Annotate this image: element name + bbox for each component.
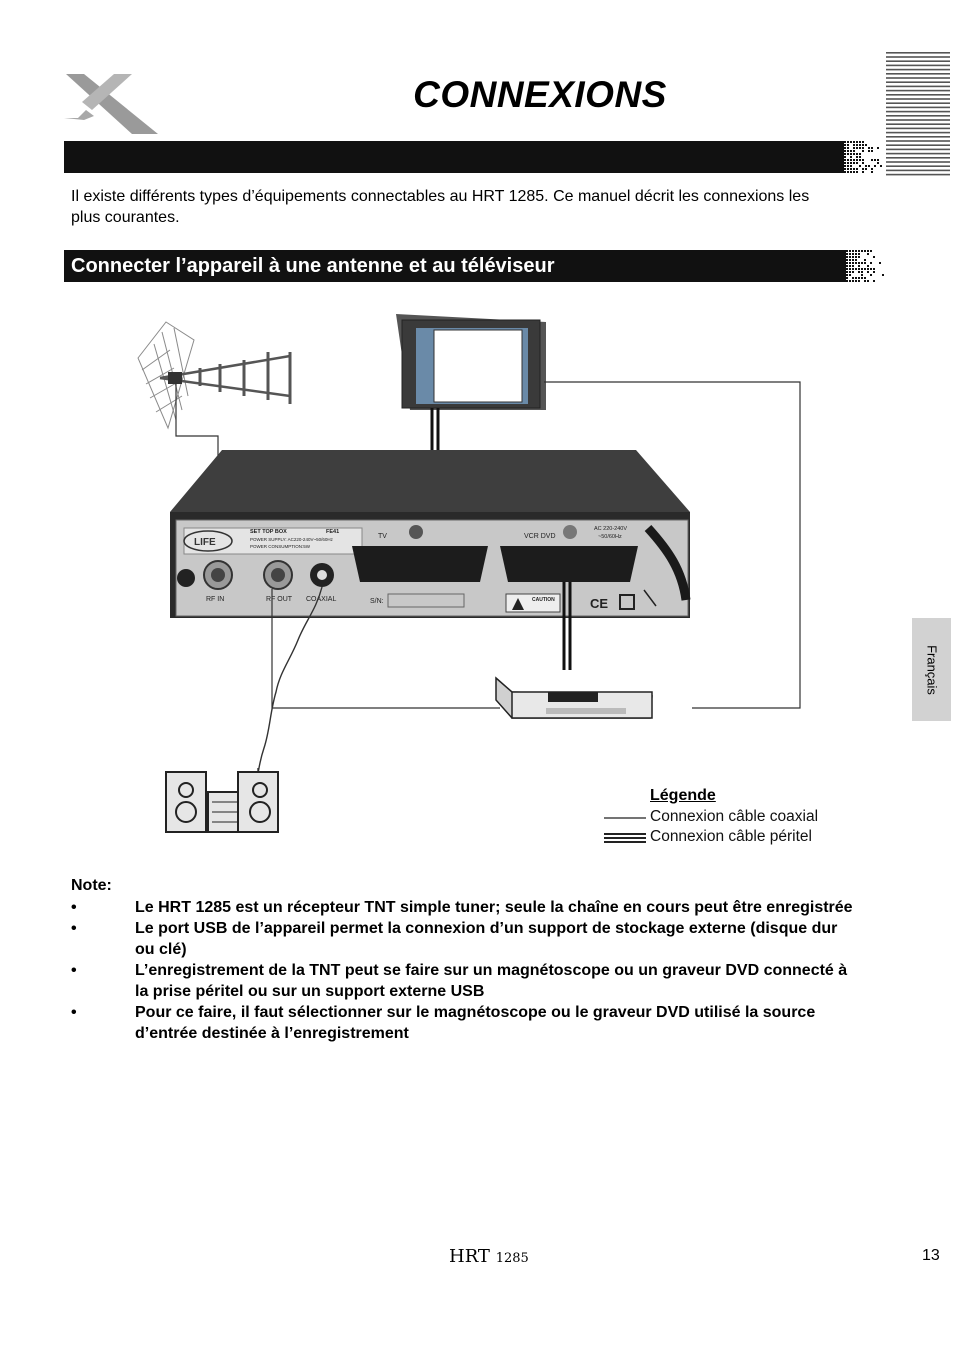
language-label: Français	[924, 645, 939, 695]
panel-model-code: FE41	[326, 529, 339, 535]
legend-peritel-label: Connexion câble péritel	[650, 828, 812, 846]
footer-model: HRT 1285	[449, 1246, 529, 1267]
panel-port-tv: TV	[378, 533, 387, 540]
panel-caution: CAUTION	[532, 597, 555, 603]
panel-ce: CE	[590, 596, 608, 611]
section-bar-dither	[846, 250, 884, 282]
panel-rf-in: RF IN	[206, 596, 224, 603]
legend-coaxial-label: Connexion câble coaxial	[650, 808, 818, 826]
list-item: •L’enregistrement de la TNT peut se fair…	[71, 960, 861, 1002]
page-title: CONNEXIONS	[360, 74, 720, 116]
list-item: •Le HRT 1285 est un récepteur TNT simple…	[71, 897, 861, 918]
section-title: Connecter l’appareil à une antenne et au…	[71, 253, 555, 279]
panel-model-line: SET TOP BOX	[250, 529, 287, 535]
language-side-tab: Français	[912, 618, 951, 721]
panel-power-supply: POWER SUPPLY: AC220-240V~50/60Hz	[250, 537, 334, 542]
header-bar	[64, 141, 844, 173]
note-label: Note:	[71, 877, 112, 895]
panel-coaxial: COAXIAL	[306, 596, 336, 603]
antenna-illustration	[138, 322, 290, 428]
connection-diagram: LIFE SET TOP BOX FE41 POWER SUPPLY: AC22…	[120, 300, 860, 860]
panel-rf-out: RF OUT	[266, 596, 293, 603]
header-bar-dither	[844, 141, 884, 173]
legend-peritel-line	[604, 834, 646, 842]
panel-ac-2: ~50/60Hz	[598, 534, 622, 540]
notes-list: •Le HRT 1285 est un récepteur TNT simple…	[71, 897, 861, 1044]
panel-ac-1: AC 220-240V	[594, 526, 627, 532]
page-number: 13	[922, 1247, 940, 1265]
header-stripes-decoration	[886, 50, 950, 178]
panel-serial: S/N:	[370, 598, 384, 605]
panel-power-consumption: POWER CONSUMPTION:5W	[250, 544, 311, 549]
list-item: •Le port USB de l’appareil permet la con…	[71, 918, 861, 960]
hifi-system-illustration	[166, 772, 278, 832]
vhs-recorder-illustration	[496, 678, 652, 718]
list-item: •Pour ce faire, il faut sélectionner sur…	[71, 1002, 861, 1044]
set-top-box-illustration: LIFE SET TOP BOX FE41 POWER SUPPLY: AC22…	[170, 450, 690, 618]
panel-brand: LIFE	[194, 537, 216, 548]
panel-port-vcr: VCR DVD	[524, 533, 556, 540]
legend-title: Légende	[650, 787, 716, 805]
tv-illustration	[396, 314, 546, 410]
brand-x-logo	[62, 70, 162, 138]
intro-paragraph: Il existe différents types d’équipements…	[71, 186, 831, 228]
